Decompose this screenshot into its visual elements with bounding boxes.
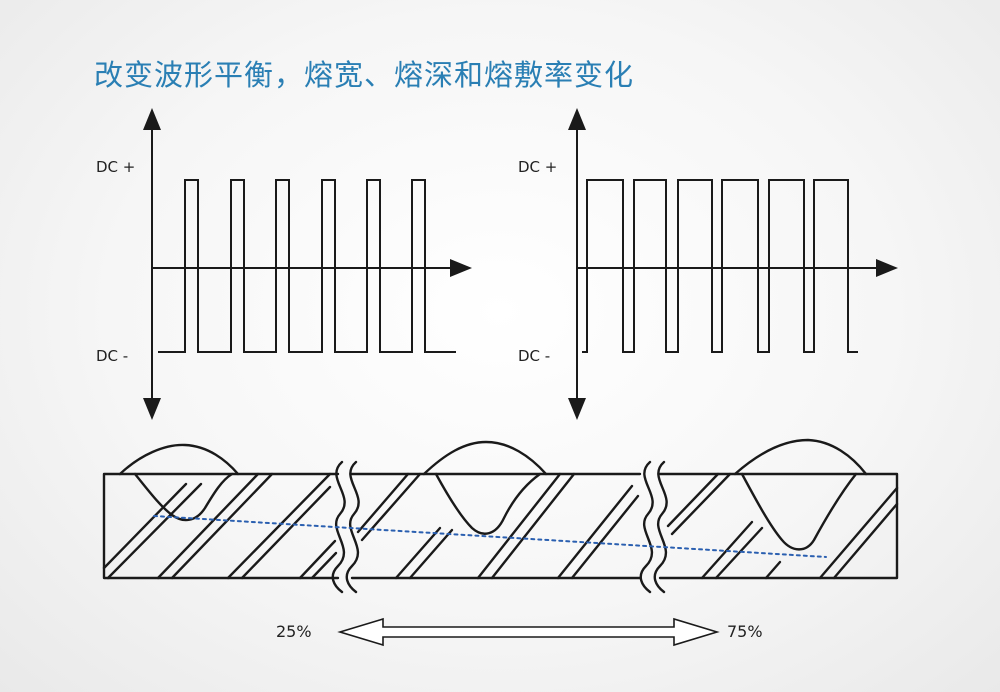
bead-cap-1 [118, 443, 240, 476]
base-plate-2 [350, 472, 642, 580]
penetration-3 [740, 472, 858, 551]
base-plate-3 [658, 472, 899, 580]
dc-plus-label-left: DC + [96, 158, 136, 176]
weld-segment-narrow [102, 443, 340, 580]
y-axis-up-arrow-left [143, 108, 161, 130]
break-marker-1 [331, 460, 346, 594]
penetration-2 [434, 472, 542, 535]
dc-plus-label-right: DC + [518, 158, 558, 176]
percent-low-label: 25% [276, 622, 312, 641]
y-axis-up-arrow-right [568, 108, 586, 130]
diagram-title: 改变波形平衡，熔宽、熔深和熔敷率变化 [94, 58, 635, 92]
waveform-right [568, 108, 898, 420]
bead-cap-3 [733, 438, 868, 476]
y-axis-down-arrow-right [568, 398, 586, 420]
x-axis-arrow-left [450, 259, 472, 277]
weld-beads-section [102, 438, 899, 594]
break-marker-2 [639, 460, 654, 594]
square-wave-left [158, 179, 456, 353]
x-axis-arrow-right [876, 259, 898, 277]
penetration-trend-line [153, 515, 827, 558]
dc-minus-label-left: DC - [96, 347, 129, 365]
range-double-arrow [337, 617, 720, 647]
penetration-1 [133, 472, 234, 522]
weld-segment-medium [350, 440, 642, 580]
weld-segment-wide [658, 438, 899, 580]
bead-cap-2 [422, 440, 548, 476]
percent-high-label: 75% [727, 622, 763, 641]
square-wave-right [582, 179, 858, 353]
waveform-left [143, 108, 472, 420]
base-plate-1 [102, 472, 340, 580]
dc-minus-label-right: DC - [518, 347, 551, 365]
y-axis-down-arrow-left [143, 398, 161, 420]
